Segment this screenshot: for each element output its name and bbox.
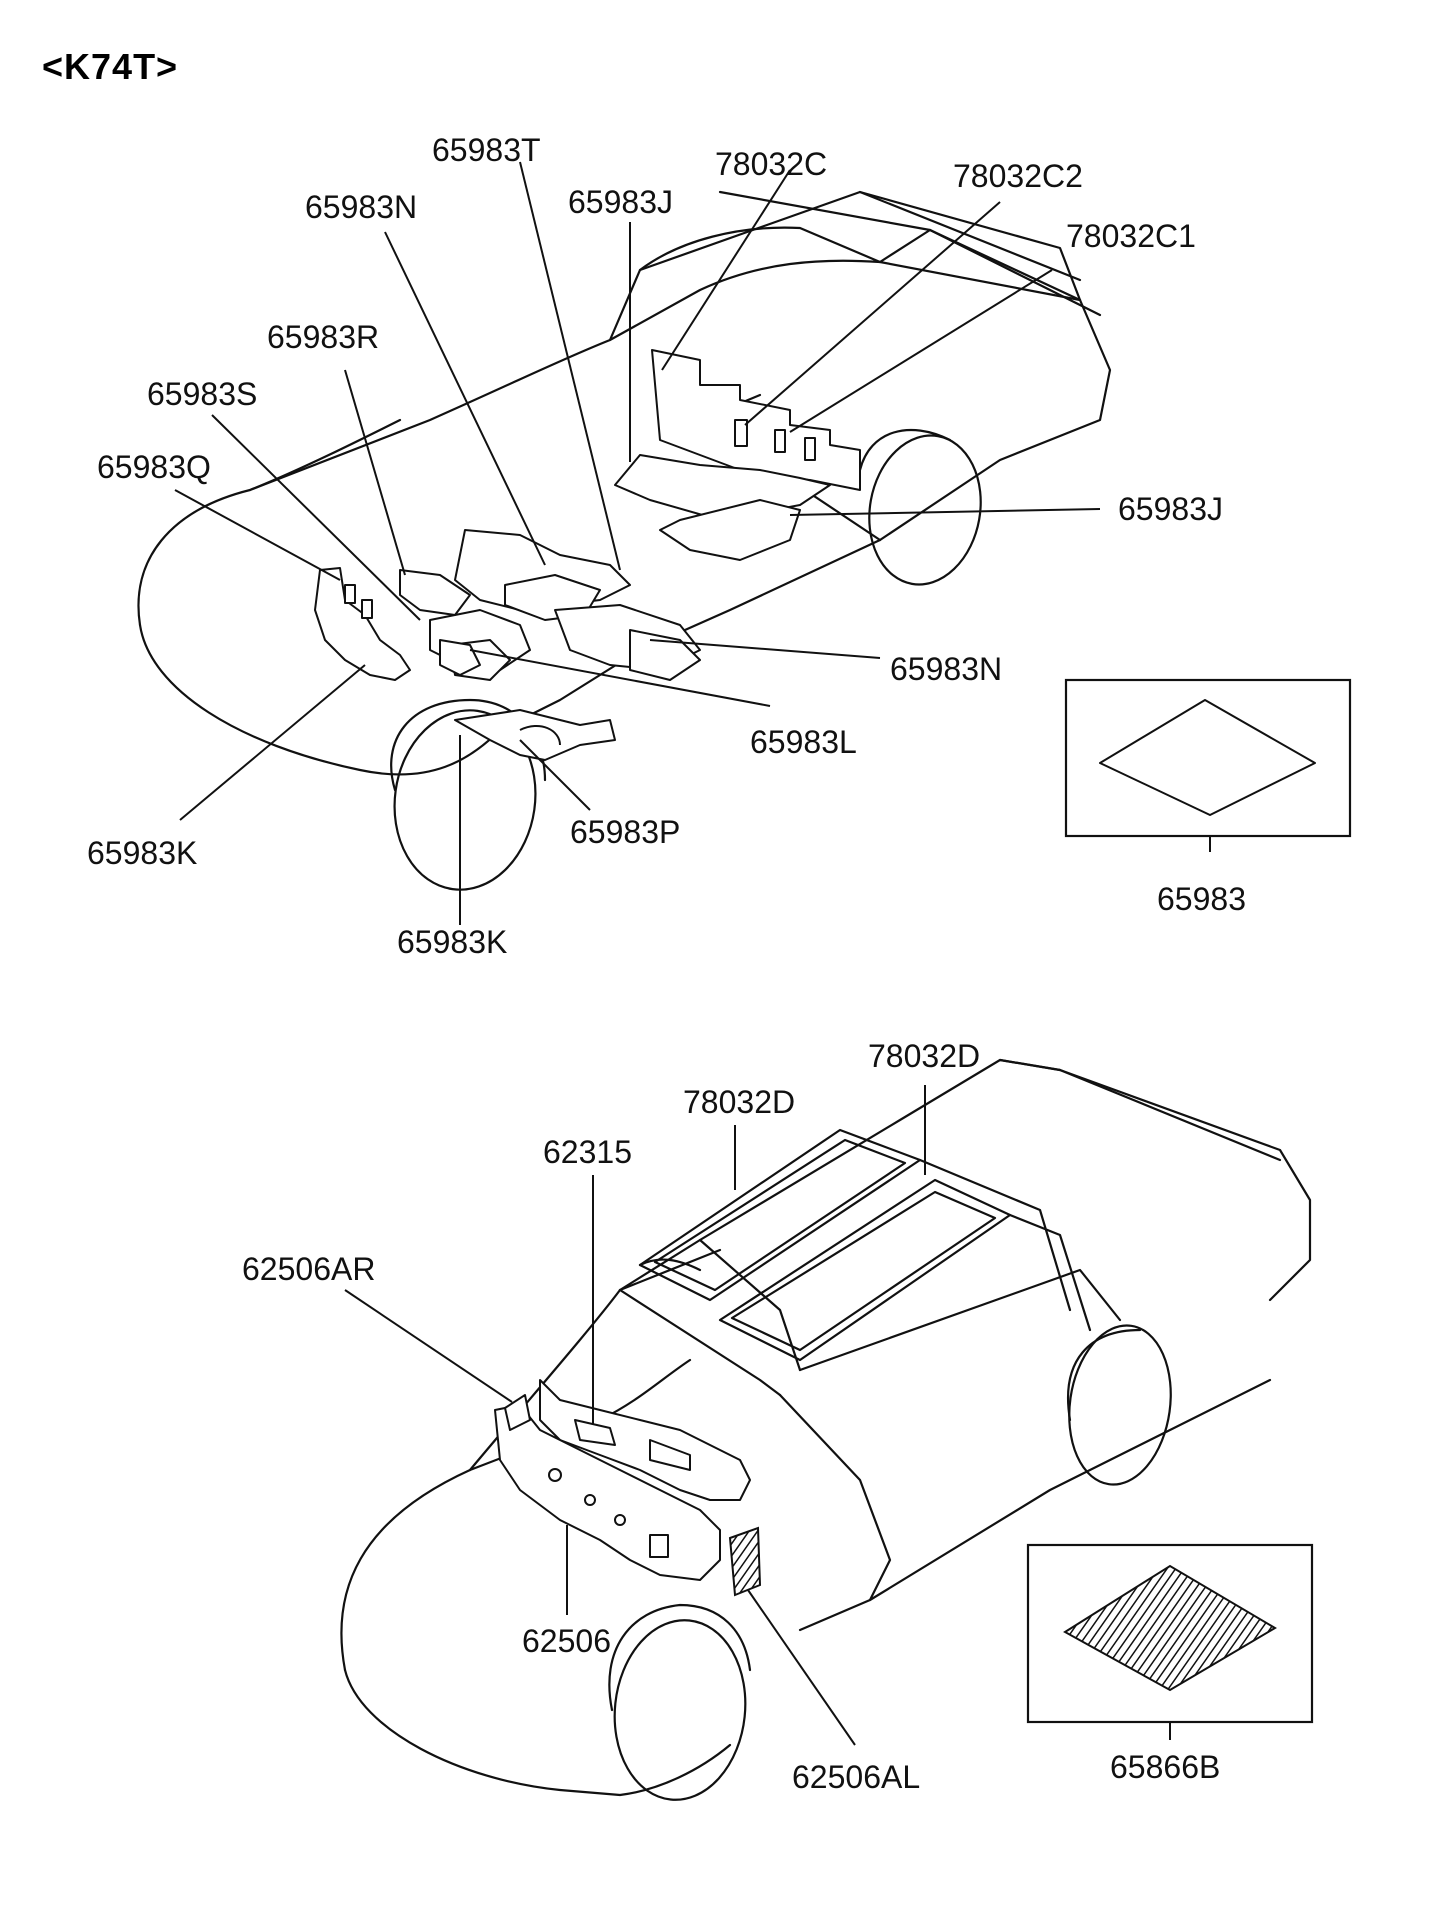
insulation-pad-icon: [1099, 699, 1316, 816]
label-65983: 65983: [1157, 881, 1246, 917]
label-78032D-left: 78032D: [683, 1084, 795, 1120]
pad-inset-65866B: [1026, 1543, 1314, 1724]
top-truck-outline: [137, 190, 1112, 891]
label-78032C: 78032C: [715, 146, 827, 182]
top-insulation-parts: [314, 349, 861, 761]
pad-inset-65983: [1064, 678, 1352, 838]
label-65983N-top: 65983N: [305, 189, 417, 225]
label-65866B: 65866B: [1110, 1749, 1220, 1785]
label-65983K-left: 65983K: [87, 835, 197, 871]
label-78032C1: 78032C1: [1066, 218, 1196, 254]
label-65983J-top: 65983J: [568, 184, 673, 220]
label-65983N-right: 65983N: [890, 651, 1002, 687]
label-62506: 62506: [522, 1623, 611, 1659]
label-78032C2: 78032C2: [953, 158, 1083, 194]
side-insulation-right-part: [504, 1394, 531, 1431]
label-65983J-right: 65983J: [1118, 491, 1223, 527]
label-65983S: 65983S: [147, 376, 257, 412]
label-65983R: 65983R: [267, 319, 379, 355]
label-65983P: 65983P: [570, 814, 680, 850]
side-insulation-left-part: [728, 1526, 762, 1597]
label-65983K-bottom: 65983K: [397, 924, 507, 960]
top-leader-lines: [174, 161, 1211, 925]
label-78032D-right: 78032D: [868, 1038, 980, 1074]
label-62506AL: 62506AL: [792, 1759, 920, 1795]
dash-part: [314, 567, 411, 681]
bottom-insulation-parts: [494, 1379, 762, 1597]
hatched-insulation-pad-icon: [1063, 1564, 1277, 1692]
top-labels: 65983T 78032C 78032C2 65983N 65983J 7803…: [87, 132, 1246, 960]
label-62315: 62315: [543, 1134, 632, 1170]
label-62506AR: 62506AR: [242, 1251, 375, 1287]
label-65983T: 65983T: [432, 132, 541, 168]
bottom-labels: 78032D 78032D 62315 62506AR 62506 62506A…: [242, 1038, 1220, 1795]
bottom-leader-lines: [344, 1085, 1171, 1746]
label-65983Q: 65983Q: [97, 449, 211, 485]
label-65983L: 65983L: [750, 724, 857, 760]
page-title: <K74T>: [42, 46, 179, 87]
bottom-truck-outline: [340, 1058, 1312, 1801]
